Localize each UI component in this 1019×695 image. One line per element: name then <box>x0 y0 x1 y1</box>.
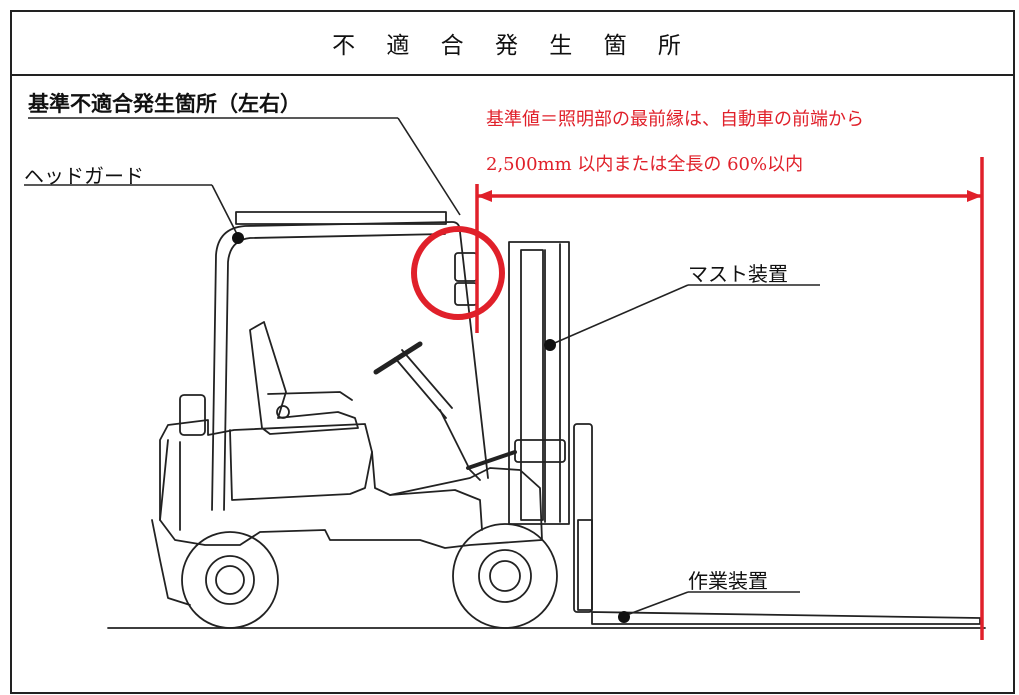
forklift-body <box>159 419 543 549</box>
head-guard <box>211 221 489 511</box>
fork-tine <box>591 611 981 625</box>
standard-text-line2: 2,500mm 以内または全長の 60%以内 <box>486 154 804 175</box>
mast-label: マスト装置 <box>688 262 788 286</box>
nonconformity-location-label: 基準不適合発生箇所（左右） <box>28 92 301 116</box>
front-wheel <box>452 523 558 629</box>
rear-wheel <box>181 531 279 629</box>
mast-outer <box>508 241 570 525</box>
diagram-title: 不 適 合 発 生 箇 所 <box>12 12 1013 76</box>
diagram-frame: 不 適 合 発 生 箇 所 <box>10 10 1015 694</box>
operator-seat <box>249 321 359 435</box>
nonconformity-circle <box>411 226 505 320</box>
work-device-label: 作業装置 <box>688 569 768 593</box>
head-guard-label: ヘッドガード <box>24 164 144 188</box>
steering-wheel <box>373 341 423 375</box>
standard-text-line1: 基準値＝照明部の最前縁は、自動車の前端から <box>486 109 864 130</box>
head-guard-roof <box>235 211 447 225</box>
fork-carriage <box>573 423 593 613</box>
highlight-group <box>411 157 984 640</box>
